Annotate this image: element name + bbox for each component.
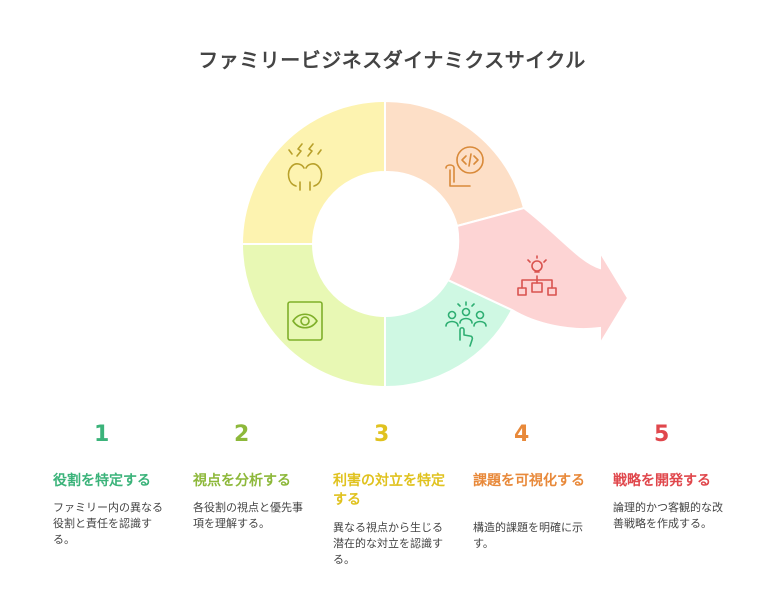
step-number: 1 <box>94 422 110 447</box>
lightbulb-hierarchy-icon <box>517 255 557 296</box>
step-description: 異なる視点から生じる潜在的な対立を認識する。 <box>333 521 443 566</box>
step-number: 3 <box>374 422 390 447</box>
code-speech-icon <box>445 146 484 187</box>
step-heading: 課題を可視化する <box>473 473 585 489</box>
step-description: 論理的かつ客観的な改善戦略を作成する。 <box>613 501 723 530</box>
step-heading: 戦略を開発する <box>613 473 711 489</box>
segment-perspective <box>240 99 386 245</box>
step-heading: 役割を特定する <box>53 473 151 489</box>
step-heading: 利害の対立を特定する <box>333 473 445 508</box>
page-title: ファミリービジネスダイナミクスサイクル <box>198 48 586 72</box>
thinking-head-icon <box>287 143 323 191</box>
step-number: 2 <box>234 422 250 447</box>
step-description: 構造的課題を明確に示す。 <box>473 521 583 550</box>
step-number: 4 <box>514 422 530 447</box>
segment-conflict <box>384 278 514 389</box>
eye-icon <box>287 301 323 341</box>
step-heading: 視点を分析する <box>193 473 291 489</box>
step-description: 各役割の視点と優先事項を理解する。 <box>193 501 303 530</box>
segment-visualize-arrow <box>446 206 630 348</box>
segment-strategy <box>384 99 526 228</box>
segment-roles <box>240 243 386 389</box>
step-number: 5 <box>654 422 670 447</box>
people-pointing-icon <box>445 301 487 347</box>
step-description: ファミリー内の異なる役割と責任を認識する。 <box>53 501 163 546</box>
